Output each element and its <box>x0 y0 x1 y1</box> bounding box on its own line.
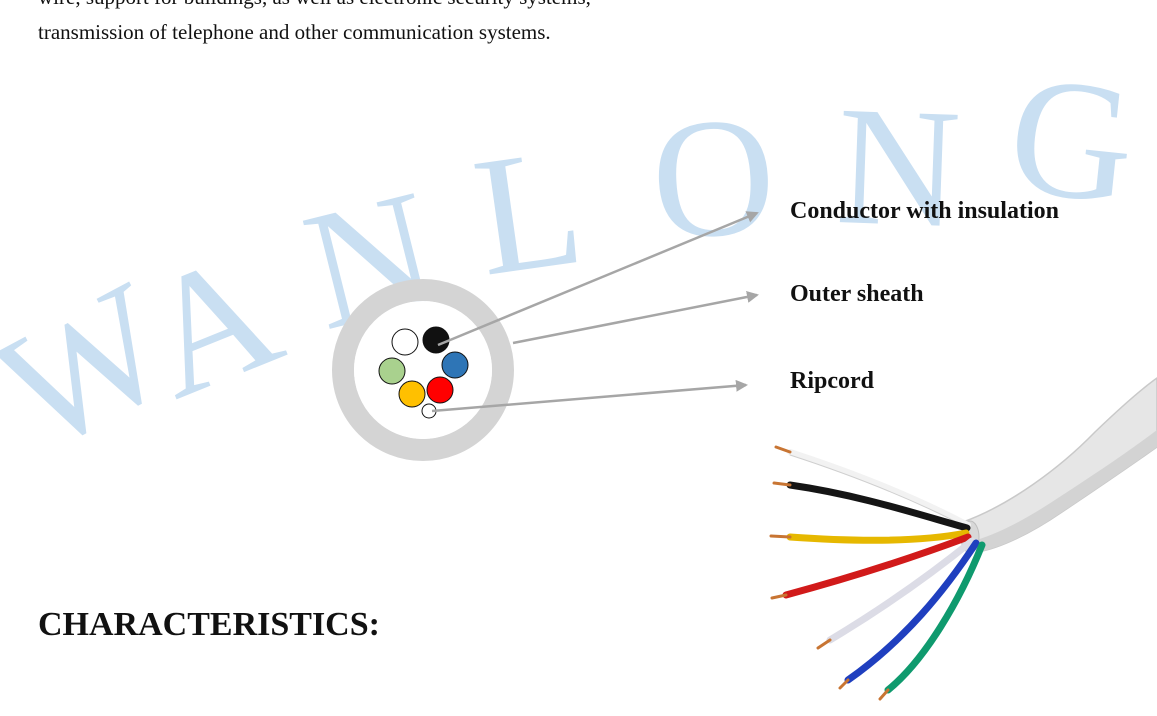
arrow-ripcord <box>431 379 748 413</box>
copper-tip-grey <box>816 638 832 650</box>
copper-tip-red <box>770 593 788 600</box>
outer-sheath-ring <box>332 279 514 461</box>
label-ripcord: Ripcord <box>790 368 874 394</box>
section-heading-characteristics: CHARACTERISTICS: <box>38 606 380 643</box>
copper-tip-green <box>878 688 890 701</box>
wire-black <box>786 481 971 532</box>
copper-tip-white <box>774 445 792 454</box>
label-conductor-with-insulation: Conductor with insulation <box>790 198 1059 224</box>
conductor-blue <box>441 351 469 379</box>
conductor-yellow <box>398 380 426 408</box>
conductor-red <box>426 376 454 404</box>
wire-red <box>782 533 972 599</box>
copper-tip-blue <box>838 678 850 690</box>
intro-text-line-2: transmission of telephone and other comm… <box>38 20 551 44</box>
intro-text-line-1: wire, support for buildings, as well as … <box>38 0 591 10</box>
wire-white <box>787 449 971 528</box>
conductor-green <box>378 357 406 385</box>
wire-blue <box>844 539 980 684</box>
sheath-inner-area <box>354 301 492 439</box>
cable-jacket-shade <box>976 430 1157 552</box>
copper-tip-black <box>772 481 792 487</box>
wire-green <box>884 541 986 694</box>
conductor-white <box>391 328 419 356</box>
wire-yellow <box>786 529 970 544</box>
label-outer-sheath: Outer sheath <box>790 281 924 307</box>
wire-grey <box>826 537 976 644</box>
arrow-sheath <box>512 291 759 345</box>
arrow-conductor <box>437 211 759 347</box>
copper-tip-yellow <box>769 534 792 539</box>
